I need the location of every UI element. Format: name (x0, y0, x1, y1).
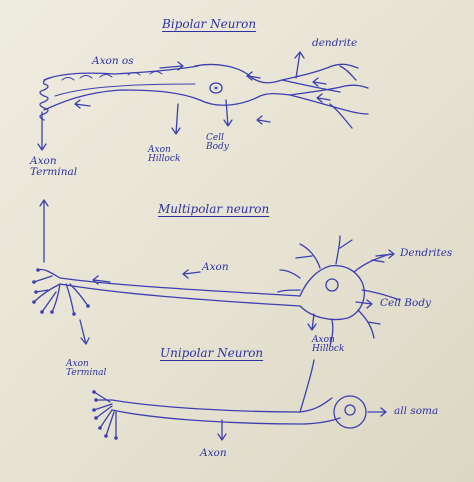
multipolar-axon-upper (59, 277, 301, 297)
heading-multipolar: Multipolar neuron (158, 202, 270, 216)
arrow-to-axon-hillock (171, 103, 181, 135)
unipolar-neuron (92, 359, 387, 441)
bipolar-axon-upper (43, 65, 199, 81)
multipolar-neuron (32, 235, 401, 347)
bipolar-axon-lower (43, 89, 201, 111)
arrow-to-axon-hillock-multi (307, 313, 317, 331)
multipolar-axon-lower (59, 283, 301, 307)
label-all-soma: all soma (394, 405, 439, 417)
unipolar-nucleus (344, 404, 356, 416)
bipolar-axon-arrow (159, 61, 184, 71)
arrow-to-dendrite (294, 51, 305, 79)
bipolar-nucleus (209, 82, 223, 94)
arrow-to-dendrites (375, 249, 395, 259)
multipolar-soma (299, 264, 365, 321)
arrow-to-axon-terminal (37, 111, 47, 151)
multipolar-terminals (33, 268, 89, 315)
arrow-to-cell-body-multi (355, 299, 373, 309)
arrow-to-axon-terminal-multi (79, 319, 90, 345)
label-multipolar-axon-hillock: Axon Hillock (312, 335, 345, 355)
label-unipolar-axon: Axon (200, 447, 227, 459)
multipolar-axon-arrow (182, 269, 201, 279)
arrow-to-unipolar-axon (217, 419, 227, 441)
label-multipolar-cell-body: Cell Body (380, 297, 431, 309)
unipolar-stem (299, 359, 315, 413)
bipolar-axon-core (54, 83, 196, 97)
label-bipolar-axon: Axon os (92, 55, 134, 67)
bipolar-dendrite-3 (289, 94, 369, 115)
bipolar-terminal-coil (39, 77, 51, 121)
unipolar-axon-upper (111, 397, 333, 413)
arrow-to-all-soma (367, 407, 387, 417)
label-multipolar-axon-terminal: Axon Terminal (66, 359, 107, 379)
arrow-up-to-terminal (39, 199, 49, 263)
unipolar-soma (333, 395, 367, 429)
bipolar-myelin (61, 71, 163, 81)
label-dendrite: dendrite (312, 37, 358, 49)
label-axon-terminal: Axon Terminal (30, 155, 78, 179)
label-dendrites: Dendrites (400, 247, 453, 259)
label-axon-hillock: Axon Hillock (148, 145, 181, 165)
heading-unipolar: Unipolar Neuron (160, 346, 264, 360)
bipolar-cell-body (194, 63, 291, 106)
bipolar-dendrite-1 (281, 63, 359, 81)
bipolar-neuron (37, 51, 369, 151)
bipolar-dendrite-2 (289, 84, 369, 96)
label-cell-body: Cell Body (206, 133, 229, 153)
unipolar-axon-lower (111, 409, 341, 425)
unipolar-terminals (93, 391, 117, 439)
label-multipolar-axon: Axon (202, 261, 229, 273)
heading-bipolar: Bipolar Neuron (162, 17, 257, 31)
multipolar-nucleus (325, 278, 339, 292)
arrow-to-cell-body (223, 99, 233, 127)
